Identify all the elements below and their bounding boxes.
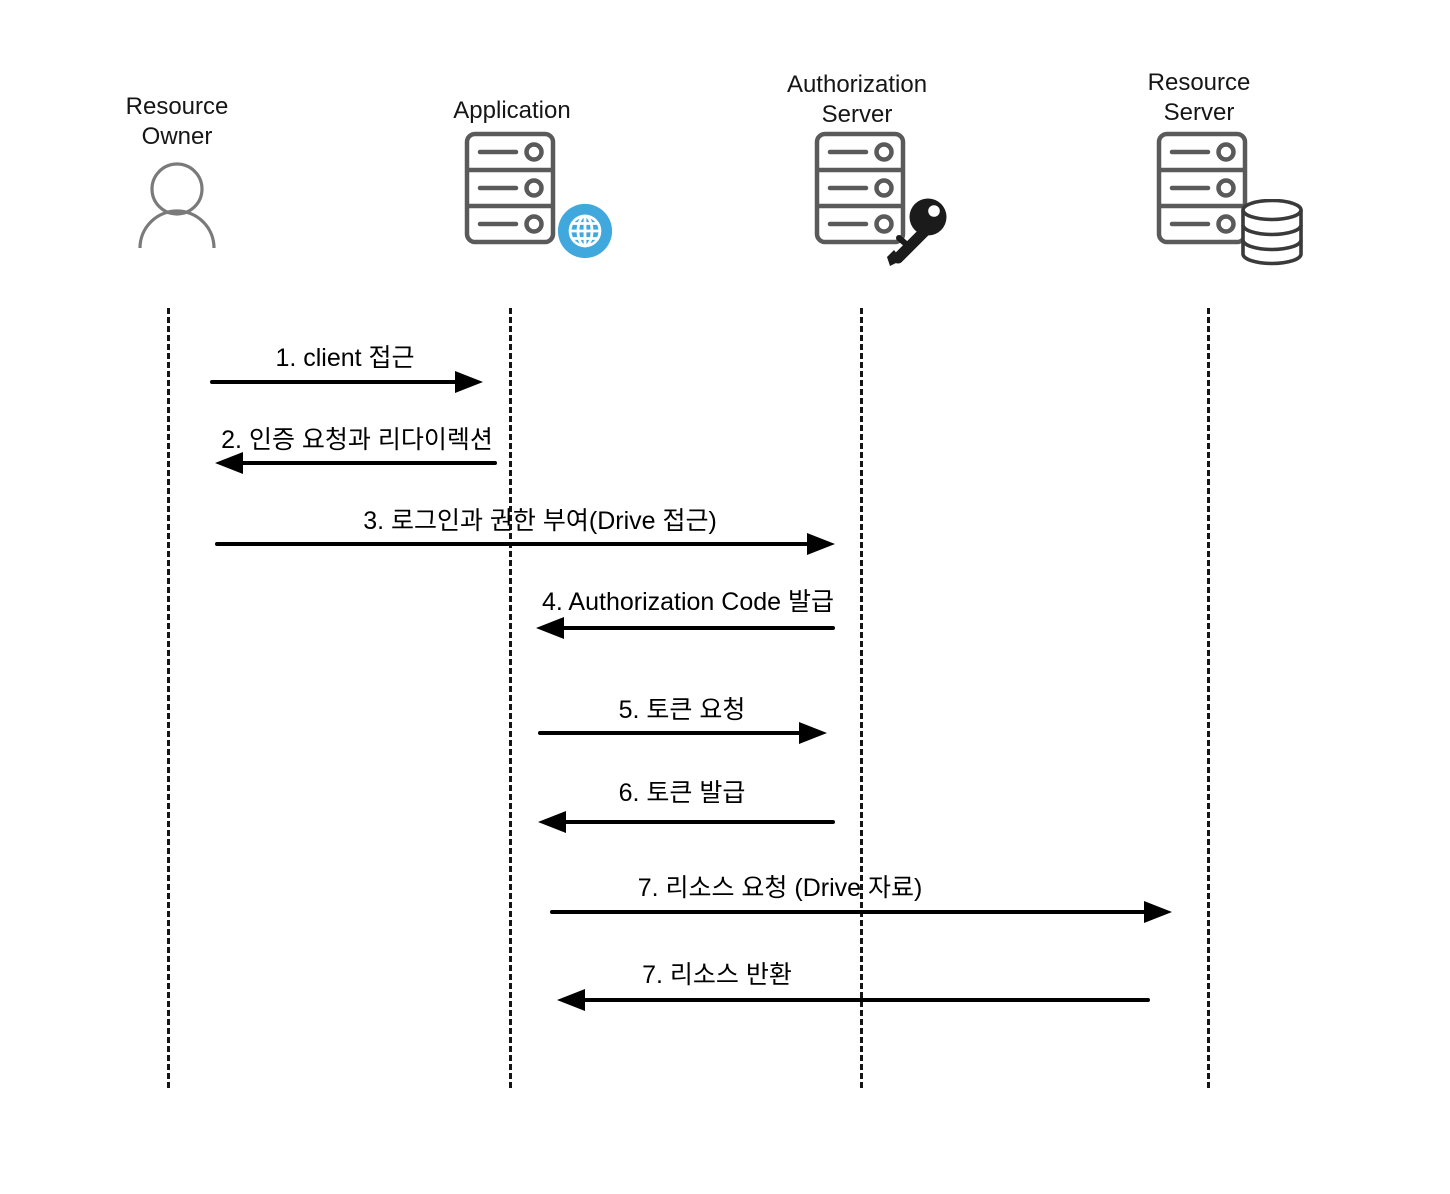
- message-2-label: 2. 인증 요청과 리다이렉션: [221, 426, 493, 454]
- actor-label-line: Server: [821, 101, 893, 128]
- message-1-label: 1. client 접근: [275, 344, 415, 372]
- message-8-arrow: [557, 987, 1150, 1013]
- message-6-label: 6. 토큰 발급: [618, 779, 746, 807]
- key-icon: [884, 194, 948, 273]
- message-2-arrow: [215, 450, 497, 476]
- message-1-arrow: [210, 369, 483, 395]
- message-6-arrow: [538, 809, 835, 835]
- server-icon-resource: [1156, 131, 1248, 250]
- arrowhead-left-icon: [536, 617, 564, 639]
- globe-icon: [557, 203, 613, 264]
- server-icon-application: [464, 131, 556, 250]
- arrowhead-right-icon: [455, 371, 483, 393]
- arrowhead-left-icon: [215, 452, 243, 474]
- actor-label-resource-server: Resource Server: [1148, 68, 1251, 128]
- message-7-label: 7. 리소스 요청 (Drive 자료): [637, 874, 923, 902]
- person-icon: [135, 158, 219, 255]
- actor-label-line: Resource: [125, 93, 229, 120]
- actor-label-application: Application: [453, 96, 570, 126]
- message-5-label: 5. 토큰 요청: [618, 696, 746, 724]
- arrowhead-right-icon: [807, 533, 835, 555]
- arrow-shaft: [561, 820, 835, 824]
- arrow-shaft: [580, 998, 1150, 1002]
- message-4-arrow: [536, 615, 835, 641]
- lifeline-authorization-server: [860, 308, 863, 1088]
- arrowhead-left-icon: [557, 989, 585, 1011]
- arrow-shaft: [215, 542, 812, 546]
- message-5-arrow: [538, 720, 827, 746]
- actor-label-resource-owner: Resource Owner: [126, 92, 229, 152]
- lifeline-application: [509, 308, 512, 1088]
- arrow-shaft: [559, 626, 835, 630]
- lifeline-resource-owner: [167, 308, 170, 1088]
- arrow-shaft: [550, 910, 1149, 914]
- arrow-shaft: [538, 731, 804, 735]
- message-3-label: 3. 로그인과 권한 부여(Drive 접근): [363, 507, 717, 535]
- message-3-arrow: [215, 531, 835, 557]
- actor-label-line: Resource: [1147, 69, 1251, 96]
- arrow-shaft: [210, 380, 460, 384]
- arrowhead-right-icon: [1144, 901, 1172, 923]
- actor-label-line: Server: [1163, 99, 1235, 126]
- arrowhead-left-icon: [538, 811, 566, 833]
- database-icon: [1240, 198, 1304, 272]
- message-7-arrow: [550, 899, 1172, 925]
- message-4-label: 4. Authorization Code 발급: [542, 588, 834, 616]
- lifeline-resource-server: [1207, 308, 1210, 1088]
- actor-label-line: Owner: [141, 123, 213, 150]
- actor-label-line: Authorization: [786, 71, 928, 98]
- arrow-shaft: [238, 461, 497, 465]
- server-icon-authorization: [814, 131, 906, 250]
- actor-label-line: Application: [453, 97, 571, 124]
- arrowhead-right-icon: [799, 722, 827, 744]
- message-8-label: 7. 리소스 반환: [642, 961, 792, 989]
- actor-label-authorization-server: Authorization Server: [787, 70, 927, 130]
